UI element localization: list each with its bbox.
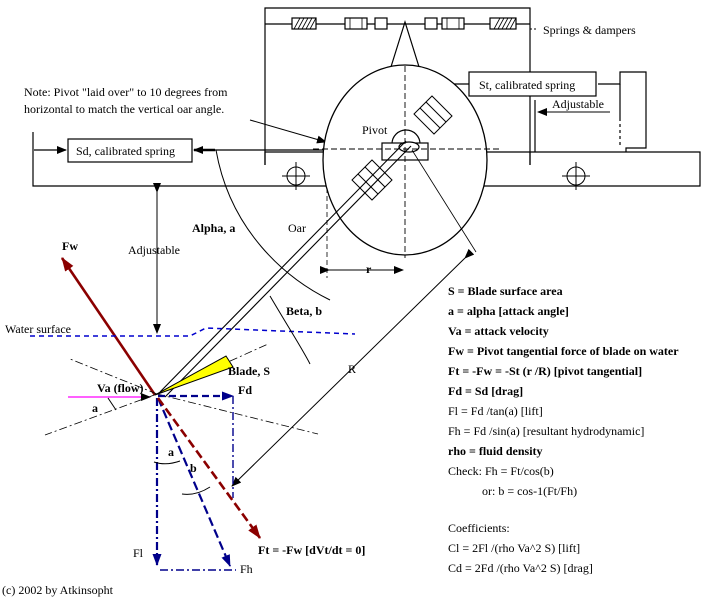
R-dimension <box>231 248 475 487</box>
a-label-1: a <box>92 401 98 415</box>
legend-rho: rho = fluid density <box>448 444 543 458</box>
legend-check-2: or: b = cos-1(Ft/Fh) <box>482 484 577 498</box>
adjustable-left-label: Adjustable <box>128 243 180 257</box>
legend-line-6: Fd = Sd [drag] <box>448 384 523 398</box>
pivot-crosshair <box>313 66 500 258</box>
wheel-right <box>562 162 590 190</box>
note-line-2: horizontal to match the vertical oar ang… <box>24 102 224 116</box>
attack-angle-arc <box>107 397 117 411</box>
legend-coeff-title: Coefficients: <box>448 521 510 535</box>
st-spring-assembly <box>468 71 647 152</box>
oar-label: Oar <box>288 221 306 235</box>
sd-spring-box <box>67 138 193 163</box>
oarlock-blocks <box>351 95 453 201</box>
sd-spring-label: Sd, calibrated spring <box>76 144 175 158</box>
alpha-label: Alpha, a <box>192 221 235 235</box>
wheel-left <box>282 162 310 190</box>
blade-shape <box>154 355 234 396</box>
ft-arrow <box>156 397 262 539</box>
fl-label: Fl <box>133 546 144 560</box>
legend-line-1: S = Blade surface area <box>448 284 563 298</box>
ft-label: Ft = -Fw [dVt/dt = 0] <box>258 543 365 557</box>
water-surface-label: Water surface <box>5 322 71 336</box>
a-angle-arc-lower <box>153 460 181 465</box>
fh-arrow <box>156 397 232 567</box>
beta-label: Beta, b <box>286 304 322 318</box>
b-angle-arc <box>181 486 211 495</box>
legend-line-5: Ft = -Fw = -St (r /R) [pivot tangential] <box>448 364 642 378</box>
legend: S = Blade surface area a = alpha [attack… <box>448 284 679 575</box>
R-label: R <box>348 362 356 376</box>
fw-label: Fw <box>62 239 78 253</box>
beta-arc <box>269 295 311 365</box>
legend-line-8: Fh = Fd /sin(a) [resultant hydrodynamic] <box>448 424 644 438</box>
legend-check-1: Check: Fh = Ft/cos(b) <box>448 464 554 478</box>
spring-hatching <box>293 17 517 30</box>
note-leader <box>249 119 327 144</box>
note-line-1: Note: Pivot "laid over" to 10 degrees fr… <box>24 85 228 99</box>
fw-arrow <box>60 257 157 396</box>
legend-line-4: Fw = Pivot tangential force of blade on … <box>448 344 679 358</box>
fh-label: Fh <box>240 562 253 576</box>
legend-coeff-cd: Cd = 2Fd /(rho Va^2 S) [drag] <box>448 561 593 575</box>
springs-dampers-label: Springs & dampers <box>543 23 636 37</box>
legend-line-3: Va = attack velocity <box>448 324 549 338</box>
R-extension-top <box>411 149 477 253</box>
va-flow-label: Va (flow) <box>97 381 144 395</box>
baseplate <box>32 132 701 187</box>
pivot-label: Pivot <box>362 123 388 137</box>
legend-line-2: a = alpha [attack angle] <box>448 304 569 318</box>
a-label-2: a <box>168 445 174 459</box>
reference-lines <box>44 343 319 436</box>
adjustable-right-label: Adjustable <box>552 97 604 111</box>
copyright-label: (c) 2002 by Atkinsopht <box>2 583 114 597</box>
blade-label: Blade, S <box>228 364 270 378</box>
r-label: r <box>366 262 372 276</box>
st-spring-label: St, calibrated spring <box>479 78 575 92</box>
legend-coeff-cl: Cl = 2Fl /(rho Va^2 S) [lift] <box>448 541 580 555</box>
water-surface-line <box>30 327 356 337</box>
fd-label: Fd <box>238 383 252 397</box>
b-label: b <box>190 461 197 475</box>
legend-line-7: Fl = Fd /tan(a) [lift] <box>448 404 543 418</box>
